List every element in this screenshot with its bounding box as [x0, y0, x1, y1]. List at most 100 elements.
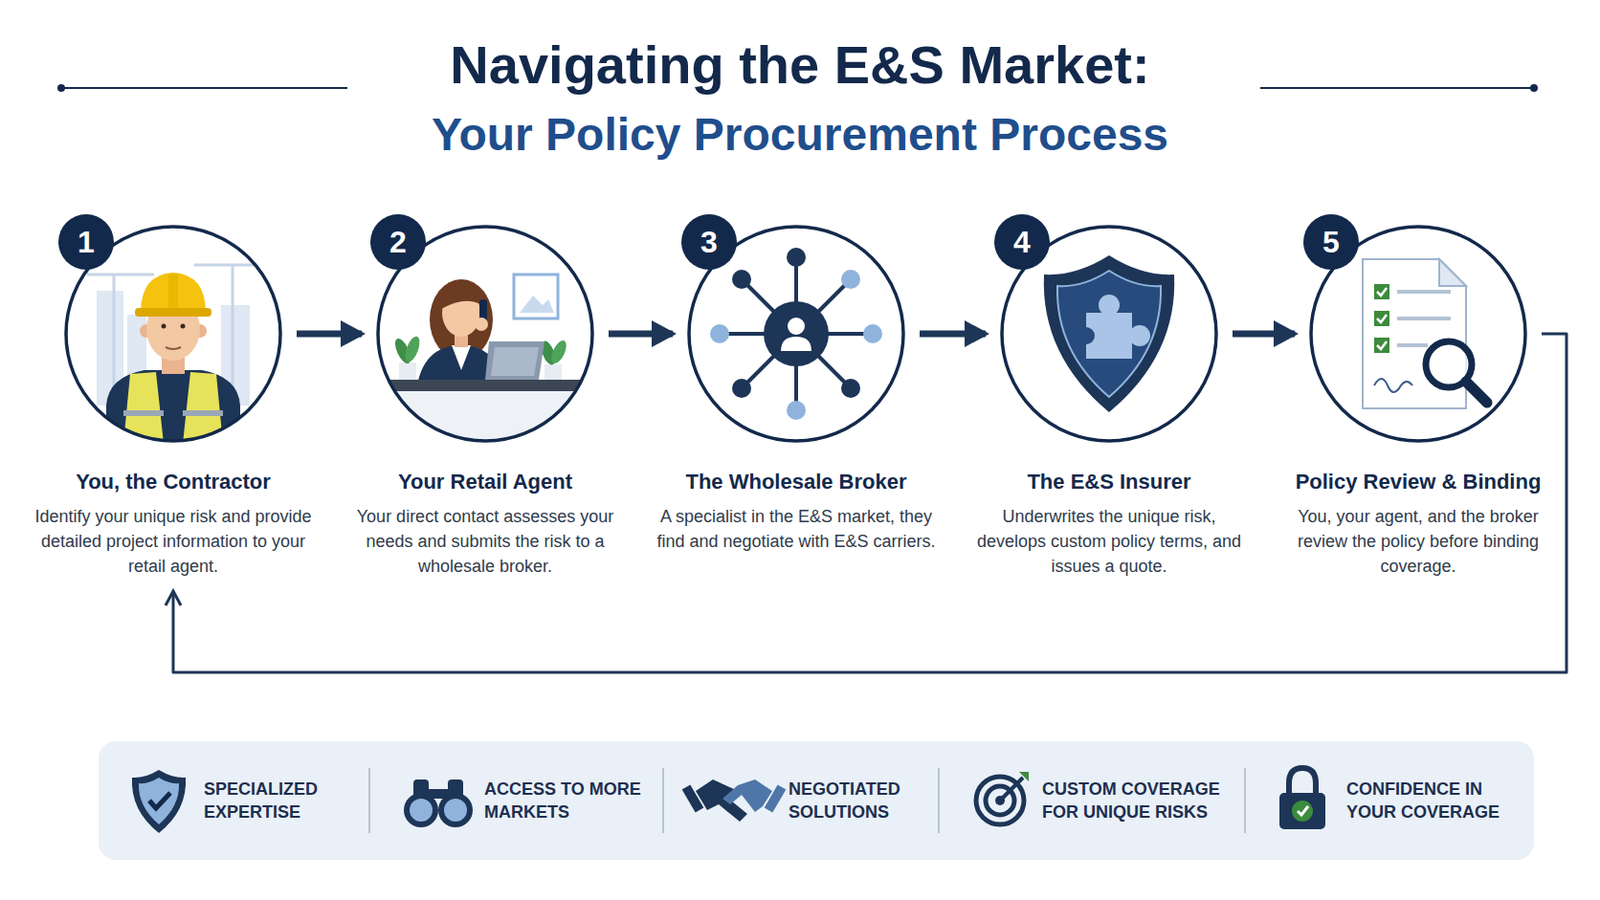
step-heading: Policy Review & Binding: [1260, 468, 1577, 496]
step-description: Your direct contact assesses your needs …: [341, 504, 629, 579]
target-icon: [1019, 772, 1029, 782]
shield-puzzle: [1077, 327, 1095, 345]
benefit-bar: [369, 768, 1245, 834]
benefit-bar: [662, 768, 665, 834]
network-hub: [786, 400, 806, 421]
benefit-bar: [98, 741, 1534, 861]
contractor-figure: [134, 308, 212, 317]
binoculars-icon: [406, 796, 436, 825]
shield-puzzle: [1129, 325, 1151, 347]
policy-document: [1397, 316, 1451, 321]
contractor-figure: [194, 264, 262, 267]
shield-check-icon: [132, 770, 186, 834]
contractor-figure: [165, 347, 181, 350]
network-hub: [787, 317, 805, 335]
handshake-icon: [682, 779, 787, 823]
policy-document: [1397, 343, 1428, 348]
padlock-icon: [1279, 768, 1326, 830]
agent-figure: [544, 364, 562, 380]
shield-check-icon: [149, 793, 171, 809]
policy-document: [1374, 284, 1390, 300]
benefit-bar: [98, 741, 1534, 861]
shield-check-icon: [138, 777, 179, 825]
handshake-icon: [764, 784, 787, 813]
agent-figure: [399, 362, 417, 380]
benefit-label: CUSTOM COVERAGE FOR UNIQUE RISKS: [1042, 777, 1239, 824]
padlock-icon: [1279, 793, 1326, 830]
network-hub: [863, 324, 883, 344]
step-description: You, your agent, and the broker review t…: [1274, 504, 1562, 579]
step-heading: Your Retail Agent: [327, 468, 644, 496]
shield-puzzle: [1098, 294, 1120, 316]
network-hub: [732, 269, 752, 289]
step-heading: The E&S Insurer: [951, 468, 1267, 496]
step-node: The Wholesale BrokerA specialist in the …: [686, 223, 907, 555]
contractor-figure: [140, 272, 206, 313]
agent-figure: [441, 286, 482, 310]
network-hub: [710, 324, 730, 344]
network-hub: [841, 378, 861, 399]
policy-document: [1377, 288, 1387, 350]
network-hub: [719, 257, 873, 411]
network-hub: [710, 247, 883, 421]
shield-puzzle: [1044, 255, 1175, 413]
policy-document: [1362, 259, 1488, 409]
padlock-icon: [1288, 768, 1316, 796]
title-rule: [1260, 87, 1534, 89]
contractor-figure: [161, 324, 167, 330]
title: Navigating the E&S Market:: [0, 32, 1600, 98]
agent-figure: [548, 338, 570, 367]
flow-arrow: [1232, 331, 1295, 338]
agent-figure: [513, 274, 558, 319]
benefit-bar: [1244, 768, 1246, 834]
network-hub: [763, 301, 829, 367]
policy-document: [1397, 289, 1451, 294]
policy-document: [1397, 291, 1451, 346]
target-icon: [976, 777, 1024, 825]
flow-arrow: [296, 331, 362, 338]
step-number: 5: [1303, 214, 1359, 270]
binoculars-icon: [406, 779, 470, 825]
agent-figure: [389, 379, 581, 392]
step-description: Underwrites the unique risk, develops cu…: [965, 504, 1253, 579]
network-hub: [841, 269, 861, 289]
contractor-figure: [231, 265, 235, 401]
subtitle: Your Policy Procurement Process: [0, 107, 1600, 163]
policy-document: [1377, 288, 1387, 296]
target-icon: [976, 772, 1029, 825]
step-node: You, the ContractorIdentify your unique …: [63, 223, 284, 579]
padlock-icon: [1297, 806, 1309, 816]
contractor-figure: [180, 324, 186, 330]
title-rule: [57, 84, 66, 92]
flow-arrow: [173, 333, 1567, 673]
contractor-figure: [168, 273, 178, 312]
network-hub: [786, 247, 806, 267]
benefit-label: SPECIALIZED EXPERTISE: [203, 777, 350, 824]
step-number: 1: [58, 214, 114, 270]
step-number: 4: [994, 214, 1050, 270]
policy-document: [1439, 259, 1467, 287]
step-node: Your Retail AgentYour direct contact ass…: [375, 223, 596, 579]
policy-document: [1374, 337, 1390, 354]
title-rule: [61, 87, 348, 89]
benefit-label: CONFIDENCE IN YOUR COVERAGE: [1346, 777, 1527, 824]
network-hub: [780, 336, 812, 352]
step-heading: You, the Contractor: [15, 468, 332, 496]
contractor-figure: [112, 274, 116, 401]
benefit-label: ACCESS TO MORE MARKETS: [484, 777, 649, 824]
step-number: 2: [370, 214, 426, 270]
shield-check-icon: [132, 770, 186, 834]
policy-document: [1377, 341, 1387, 350]
step-number: 3: [681, 214, 737, 270]
agent-figure: [519, 295, 555, 313]
padlock-icon: [1291, 800, 1313, 823]
step-description: Identify your unique risk and provide de…: [29, 504, 317, 579]
step-node: Policy Review & BindingYou, your agent, …: [1308, 223, 1529, 579]
agent-figure: [451, 345, 471, 371]
agent-figure: [485, 341, 545, 380]
contractor-figure: [182, 410, 223, 417]
target-icon: [1000, 777, 1023, 801]
step-heading: The Wholesale Broker: [638, 468, 955, 496]
policy-document: [1466, 381, 1488, 403]
